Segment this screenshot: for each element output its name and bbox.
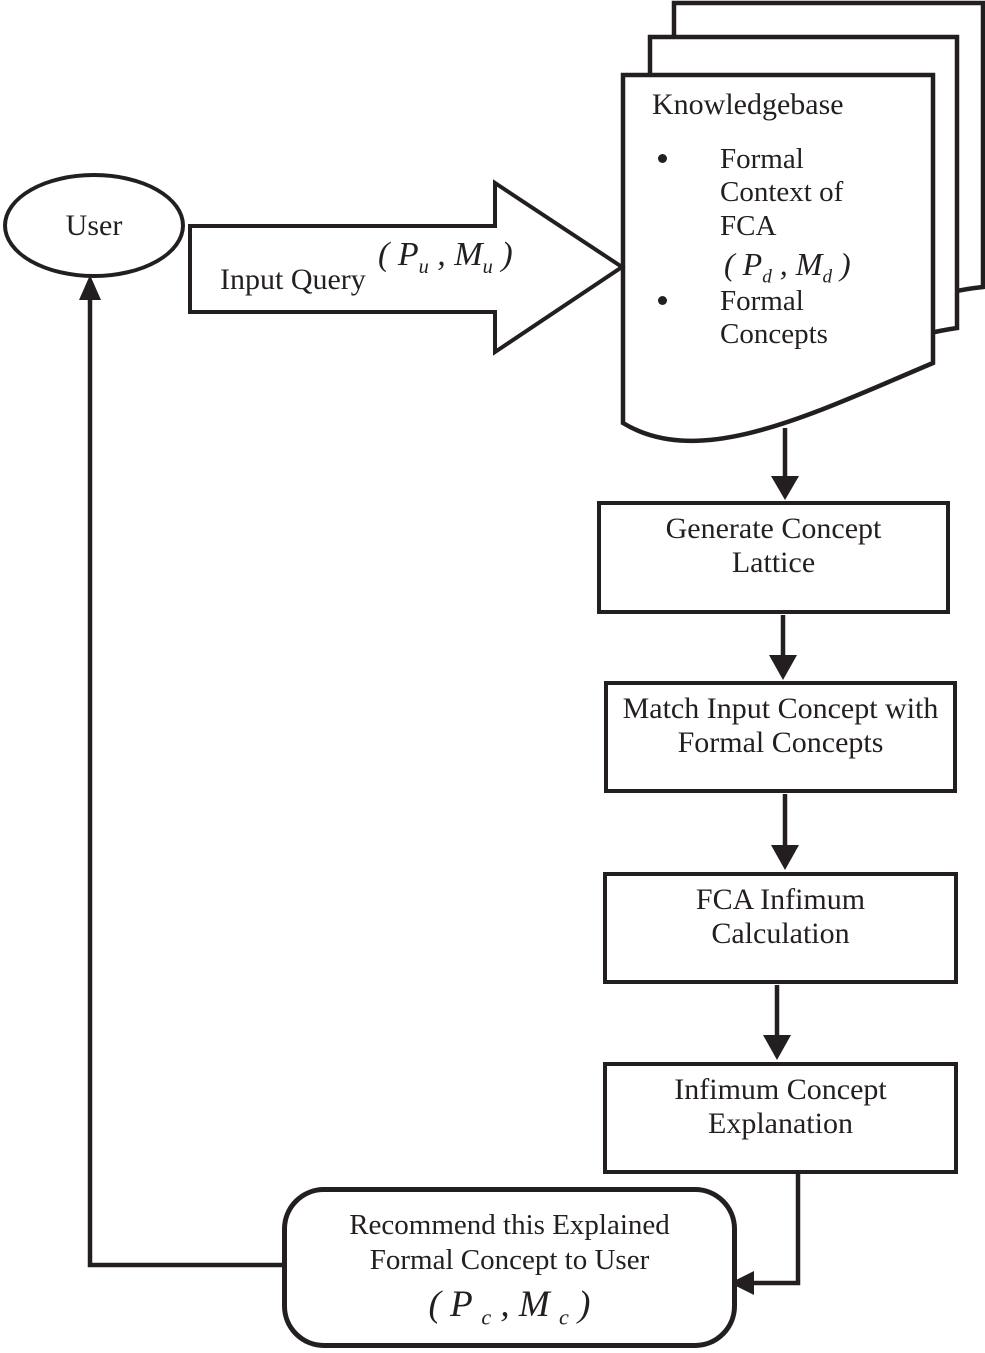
arrow-generate-to-match-head [769, 655, 797, 680]
math-sub2: u [482, 255, 493, 278]
recommend-node: Recommend this Explained Formal Concept … [282, 1187, 737, 1348]
math-sub1: u [418, 255, 429, 278]
process-generate-lattice: Generate Concept Lattice [597, 501, 950, 614]
arrow-calc-to-explain-head [763, 1035, 791, 1060]
math-pre: ( P [428, 1283, 482, 1325]
feedback-line [87, 299, 282, 1268]
input-query-label: Input Query [220, 263, 366, 296]
process-match-concepts: Match Input Concept with Formal Concepts [604, 681, 957, 793]
math-mid: , M [771, 245, 823, 282]
process-infimum-explanation-label: Infimum Concept Explanation [674, 1073, 887, 1141]
bullet-formal-context-label: Formal Context of FCA [720, 142, 844, 243]
feedback-arrow-head [79, 275, 101, 300]
process-fca-infimum-calculation-label: FCA Infimum Calculation [695, 883, 866, 951]
recommend-label: Recommend this Explained Formal Concept … [349, 1209, 670, 1277]
process-infimum-explanation: Infimum Concept Explanation [603, 1062, 958, 1174]
math-sub1: d [762, 266, 772, 288]
math-mid: , M [491, 1283, 559, 1325]
list-item: Formal Concepts [652, 285, 920, 352]
recommend-math: ( P c , M c ) [428, 1282, 591, 1330]
knowledgebase-title: Knowledgebase [652, 88, 844, 121]
math-post: ) [568, 1283, 591, 1325]
arrow-explain-to-recommend-line [754, 1174, 801, 1286]
knowledgebase-math: ( Pd , Md ) [724, 245, 920, 286]
document-front [620, 72, 936, 444]
user-label: User [65, 208, 123, 242]
math-pre: ( P [378, 236, 419, 273]
math-post: ) [492, 236, 513, 273]
knowledgebase-node: Knowledgebase Formal Context of FCA ( Pd… [652, 88, 920, 352]
arrow-match-to-calc-head [771, 845, 799, 870]
math-pre: ( P [724, 245, 763, 282]
math-post: ) [832, 245, 851, 282]
user-node: User [3, 173, 185, 278]
bullet-icon [658, 153, 667, 163]
list-item: Formal Context of FCA [652, 143, 920, 244]
bullet-icon [658, 295, 667, 305]
input-query-math: ( Pu , Mu ) [378, 236, 513, 277]
math-sub2: c [559, 1304, 569, 1330]
math-sub2: d [822, 266, 833, 288]
process-generate-lattice-label: Generate Concept Lattice [665, 512, 882, 580]
arrow-explain-to-recommend-head [730, 1271, 754, 1295]
bullet-formal-concepts-label: Formal Concepts [720, 284, 828, 351]
process-fca-infimum-calculation: FCA Infimum Calculation [603, 872, 958, 984]
math-mid: , M [428, 236, 483, 273]
process-match-concepts-label: Match Input Concept with Formal Concepts [622, 692, 939, 760]
knowledgebase-bullet-list: Formal Context of FCA ( Pd , Md ) Formal… [652, 143, 920, 352]
arrow-doc-to-generate-head [771, 476, 799, 500]
input-query-block-arrow [188, 179, 626, 356]
math-sub1: c [481, 1304, 492, 1330]
